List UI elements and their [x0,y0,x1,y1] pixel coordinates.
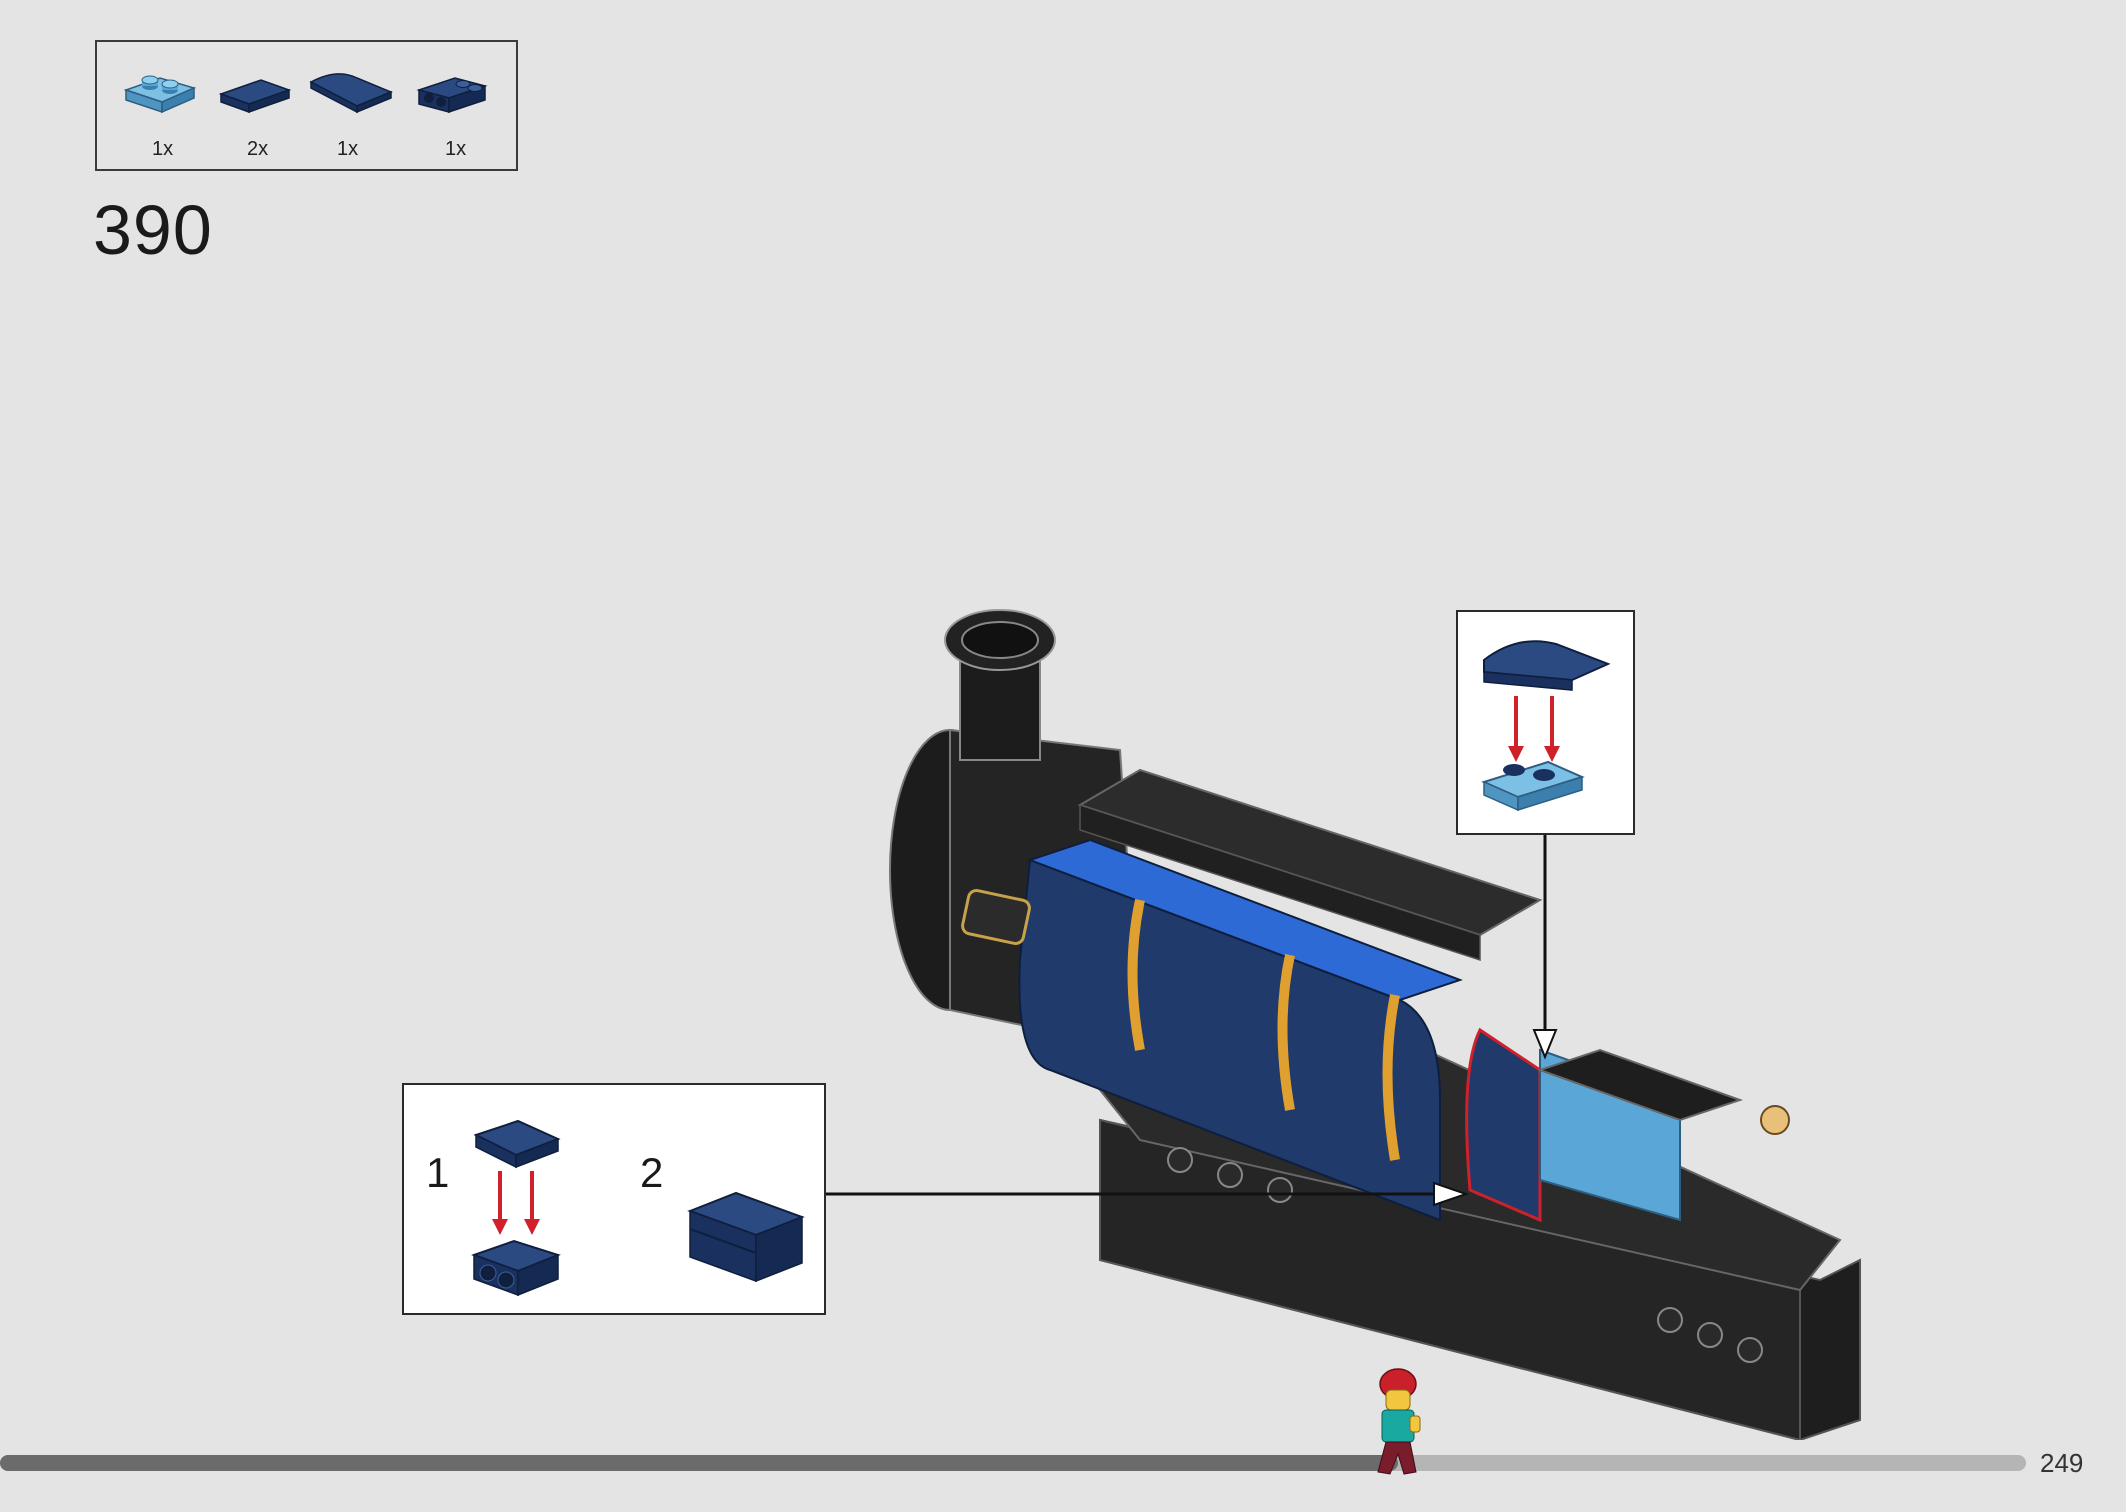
curved-slope-dark-blue-icon [309,73,393,114]
sub-step-2-number: 2 [640,1149,664,1196]
page-number: 249 [2040,1448,2084,1478]
part-item: 1x [307,60,397,160]
part-quantity: 1x [337,138,359,160]
assembled-tile-bracket-icon [687,1191,805,1283]
locomotive-model-illustration [889,609,1861,1440]
slope-on-plate-assembly-icon [1481,640,1611,812]
part-item: 2x [217,60,307,160]
callout-top-assembly [1456,610,1635,835]
tile-1x2-dark-blue-icon [218,79,292,114]
part-quantity: 1x [152,138,174,160]
minifigure-progress-indicator-icon [1377,1368,1421,1475]
callout-leader-top [1532,835,1558,1060]
part-quantity: 2x [247,138,269,160]
sub-step-1-number: 1 [426,1149,450,1196]
parts-list-box: 1x 2x 1x 1x [95,40,518,171]
part-quantity: 1x [445,138,467,160]
part-item: 1x [415,60,505,160]
bracket-1x2-dark-blue-icon [416,77,488,114]
plate-1x2-medium-azure-icon [123,75,197,114]
callout-sub-assembly: 1 2 [402,1083,826,1315]
tile-on-bracket-assembly-icon [471,1119,561,1297]
page-progress-fill [0,1455,1398,1471]
part-item: 1x [122,60,212,160]
callout-leader-bottom [826,1181,1470,1207]
step-number: 390 [93,191,213,269]
